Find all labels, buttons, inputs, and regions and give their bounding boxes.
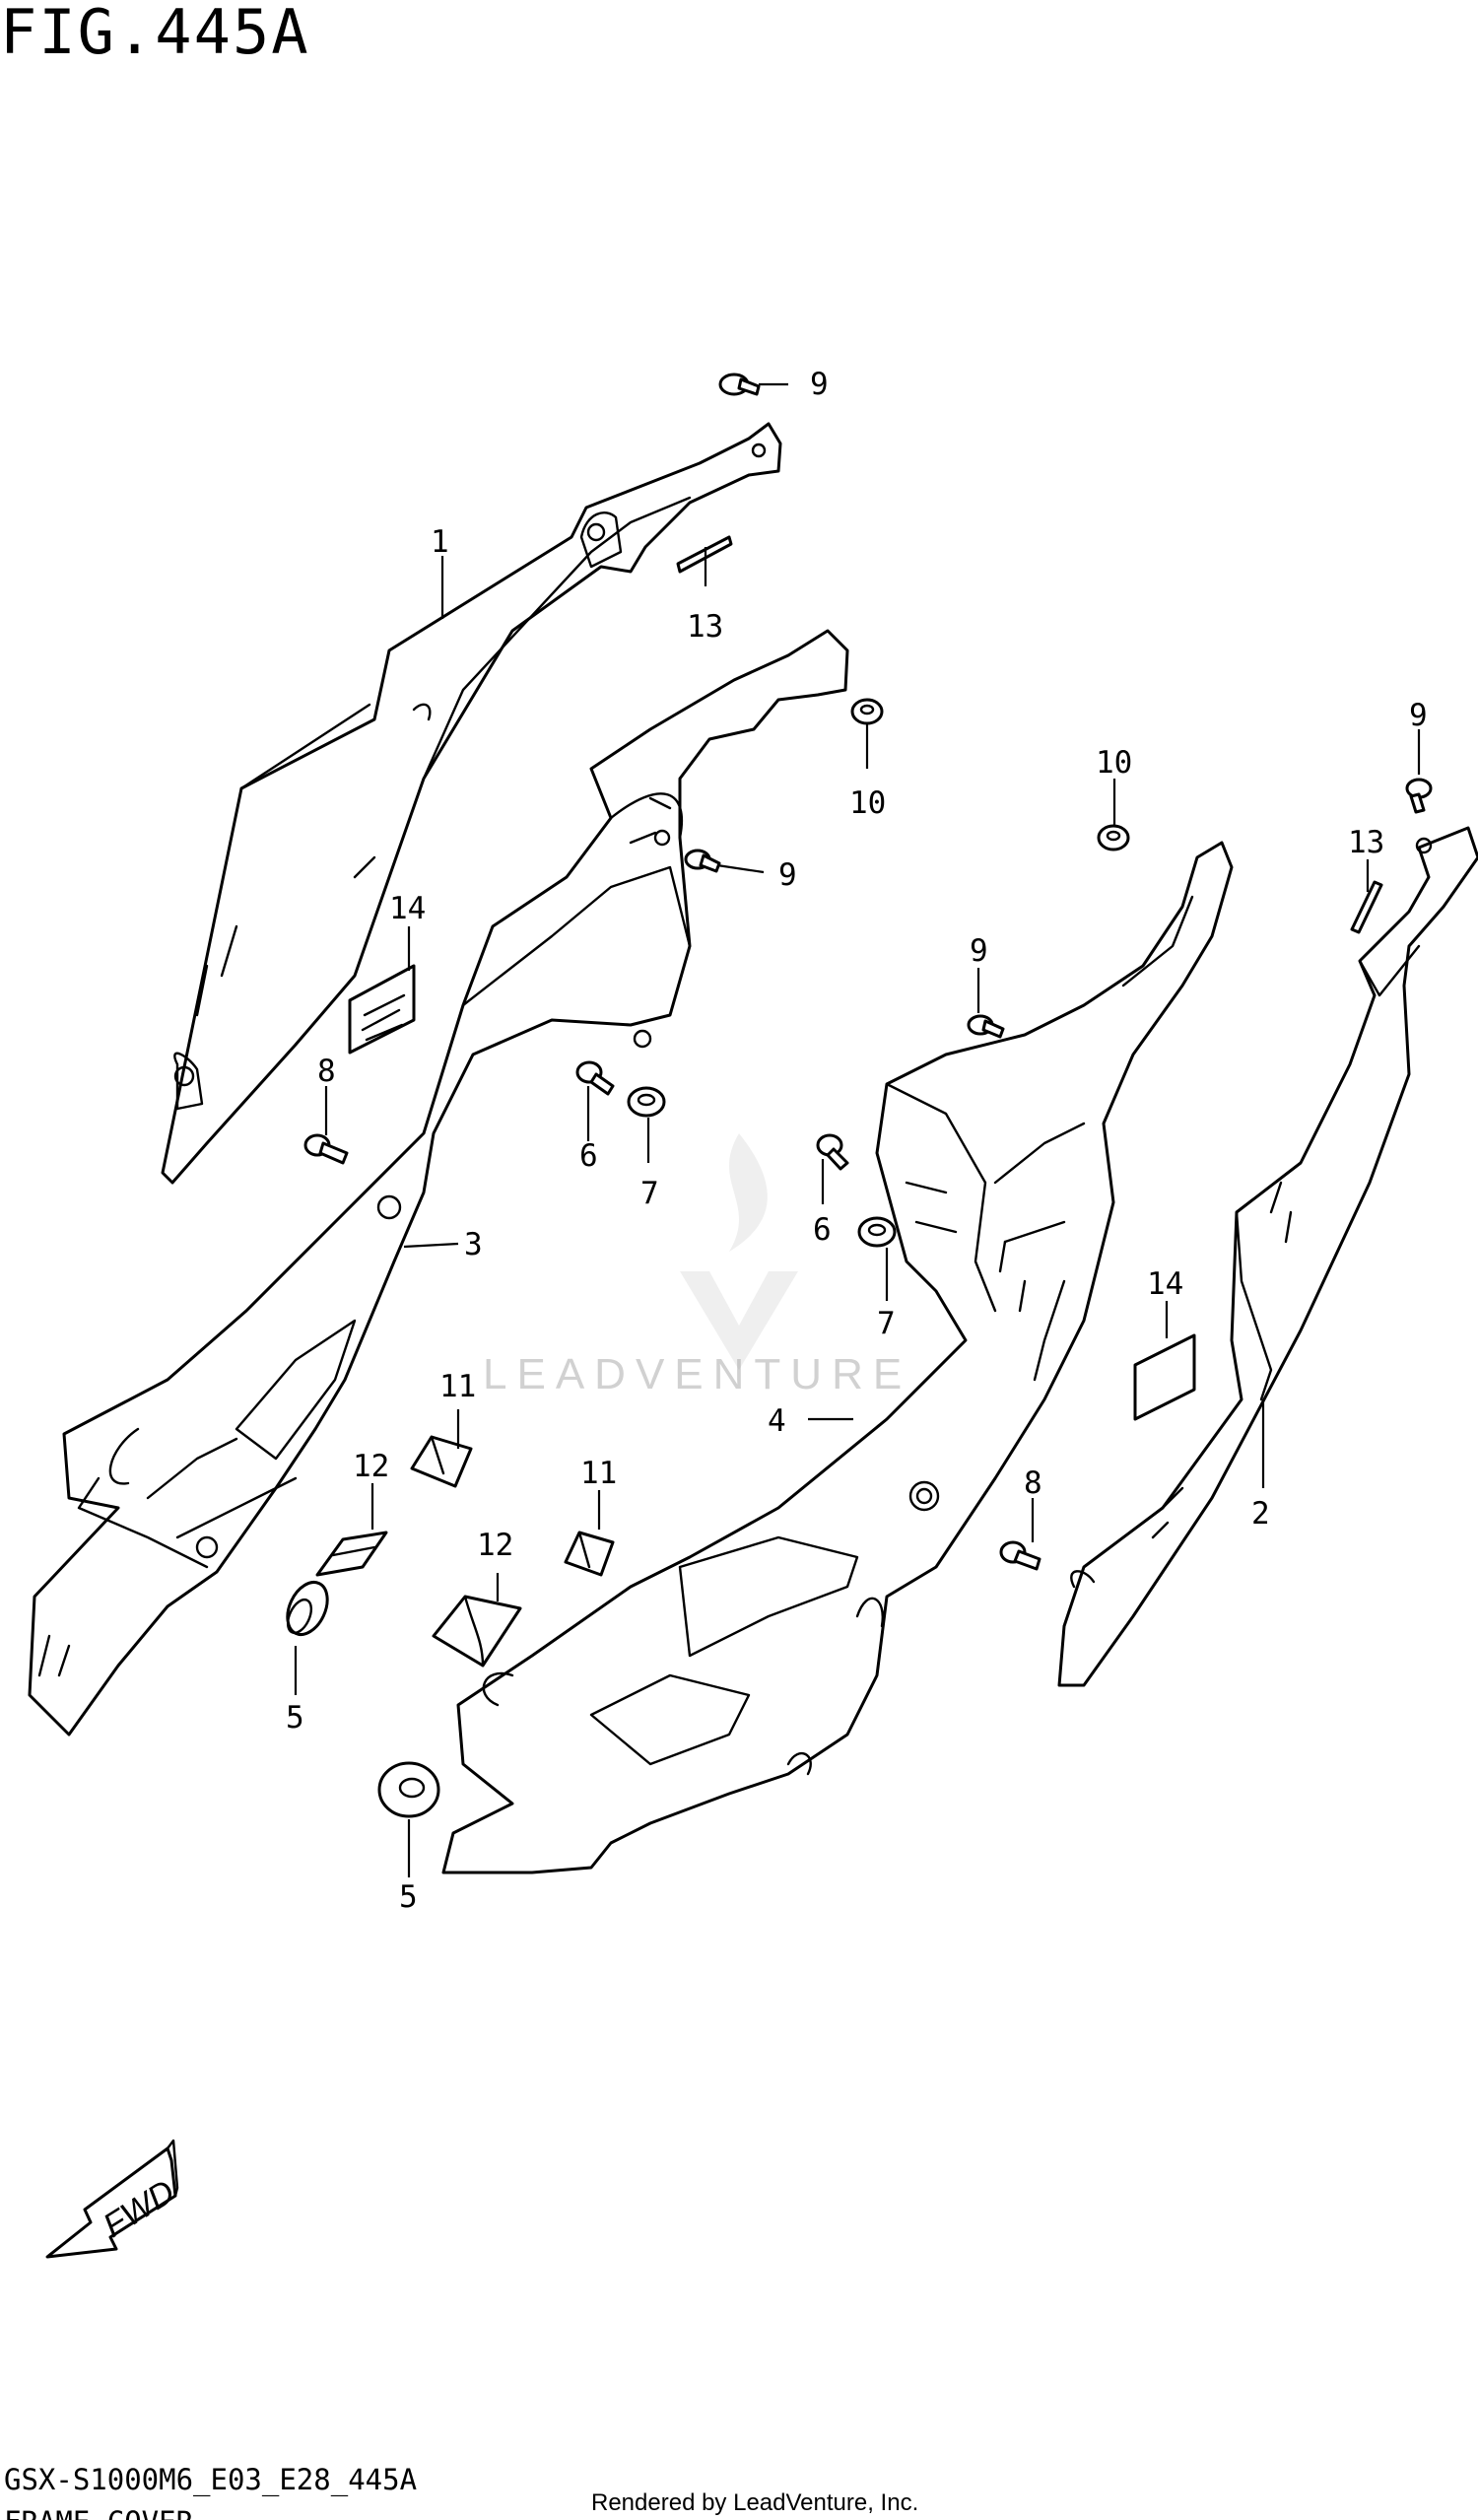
callout-11-right: 11 xyxy=(580,1456,617,1491)
callout-8-right: 8 xyxy=(1024,1465,1042,1501)
callout-12-right: 12 xyxy=(477,1528,513,1563)
callout-13-left: 13 xyxy=(687,609,723,645)
watermark-text: LEADVENTURE xyxy=(483,1350,912,1398)
fwd-direction-arrow: FWD xyxy=(45,2139,181,2259)
callout-9-middle: 9 xyxy=(778,857,797,893)
callout-6-left: 6 xyxy=(579,1138,598,1174)
part-9-screw-right-middle xyxy=(967,1014,1005,1039)
callout-5-bottom: 5 xyxy=(399,1879,418,1915)
part-13-strip-right xyxy=(1350,880,1383,934)
callout-7-right: 7 xyxy=(877,1306,896,1341)
callout-6-right: 6 xyxy=(813,1212,832,1248)
callout-7-left: 7 xyxy=(640,1176,659,1211)
part-9-screw-far-right xyxy=(1405,778,1433,814)
callout-9-far-right: 9 xyxy=(1409,698,1428,733)
part-6-screw-left xyxy=(575,1060,615,1096)
part-14-decal-left xyxy=(348,964,416,1055)
part-5-grommet-bottom xyxy=(377,1761,440,1818)
callout-5-left: 5 xyxy=(286,1700,304,1736)
part-2-frame-cover-right xyxy=(1057,826,1478,1687)
callout-3: 3 xyxy=(464,1227,483,1262)
callout-13-right: 13 xyxy=(1348,825,1384,860)
part-10-clip-right xyxy=(1097,824,1130,851)
callout-9-right-middle: 9 xyxy=(970,933,988,969)
part-14-decal-right xyxy=(1133,1333,1196,1421)
part-1-frame-cover-left xyxy=(161,422,782,1185)
callout-labels: 1 2 3 4 5 5 6 6 7 7 8 8 9 9 9 9 10 10 11… xyxy=(286,367,1428,1915)
part-7-collar-left xyxy=(627,1086,666,1118)
callout-14-right: 14 xyxy=(1147,1266,1183,1302)
part-12-cushion-right xyxy=(432,1595,522,1668)
callout-1: 1 xyxy=(431,524,449,560)
section-name: FRAME COVER xyxy=(4,2508,193,2520)
part-11-cushion-right xyxy=(564,1531,615,1577)
callout-8-left: 8 xyxy=(317,1054,336,1089)
callout-9-top: 9 xyxy=(810,367,829,402)
part-4-frame-cover-rear-right xyxy=(441,841,1234,1874)
callout-14-left: 14 xyxy=(389,891,426,926)
part-6-screw-right xyxy=(816,1133,849,1171)
callout-10-left: 10 xyxy=(849,785,886,821)
callout-10-right: 10 xyxy=(1096,745,1132,781)
part-9-screw-middle xyxy=(684,849,721,873)
part-3-frame-cover-rear-left xyxy=(28,629,849,1737)
leader-lines xyxy=(294,382,1421,1877)
part-11-cushion-left xyxy=(410,1435,473,1488)
callout-2: 2 xyxy=(1251,1496,1270,1532)
part-10-clip-left xyxy=(850,698,884,725)
callout-11-left: 11 xyxy=(439,1369,476,1404)
figure-title: FIG.445A xyxy=(0,0,310,68)
part-8-screw-left xyxy=(303,1133,349,1165)
callout-12-left: 12 xyxy=(353,1449,389,1484)
part-9-screw-top xyxy=(718,373,761,396)
part-5-grommet-left xyxy=(286,1581,329,1636)
part-8-screw-right xyxy=(999,1540,1041,1571)
rendered-by-credit: Rendered by LeadVenture, Inc. xyxy=(591,2489,919,2516)
model-code: GSX-S1000M6_E03_E28_445A xyxy=(4,2463,418,2496)
part-12-cushion-left xyxy=(315,1531,388,1577)
callout-4: 4 xyxy=(768,1403,786,1439)
part-7-collar-right xyxy=(857,1216,897,1248)
